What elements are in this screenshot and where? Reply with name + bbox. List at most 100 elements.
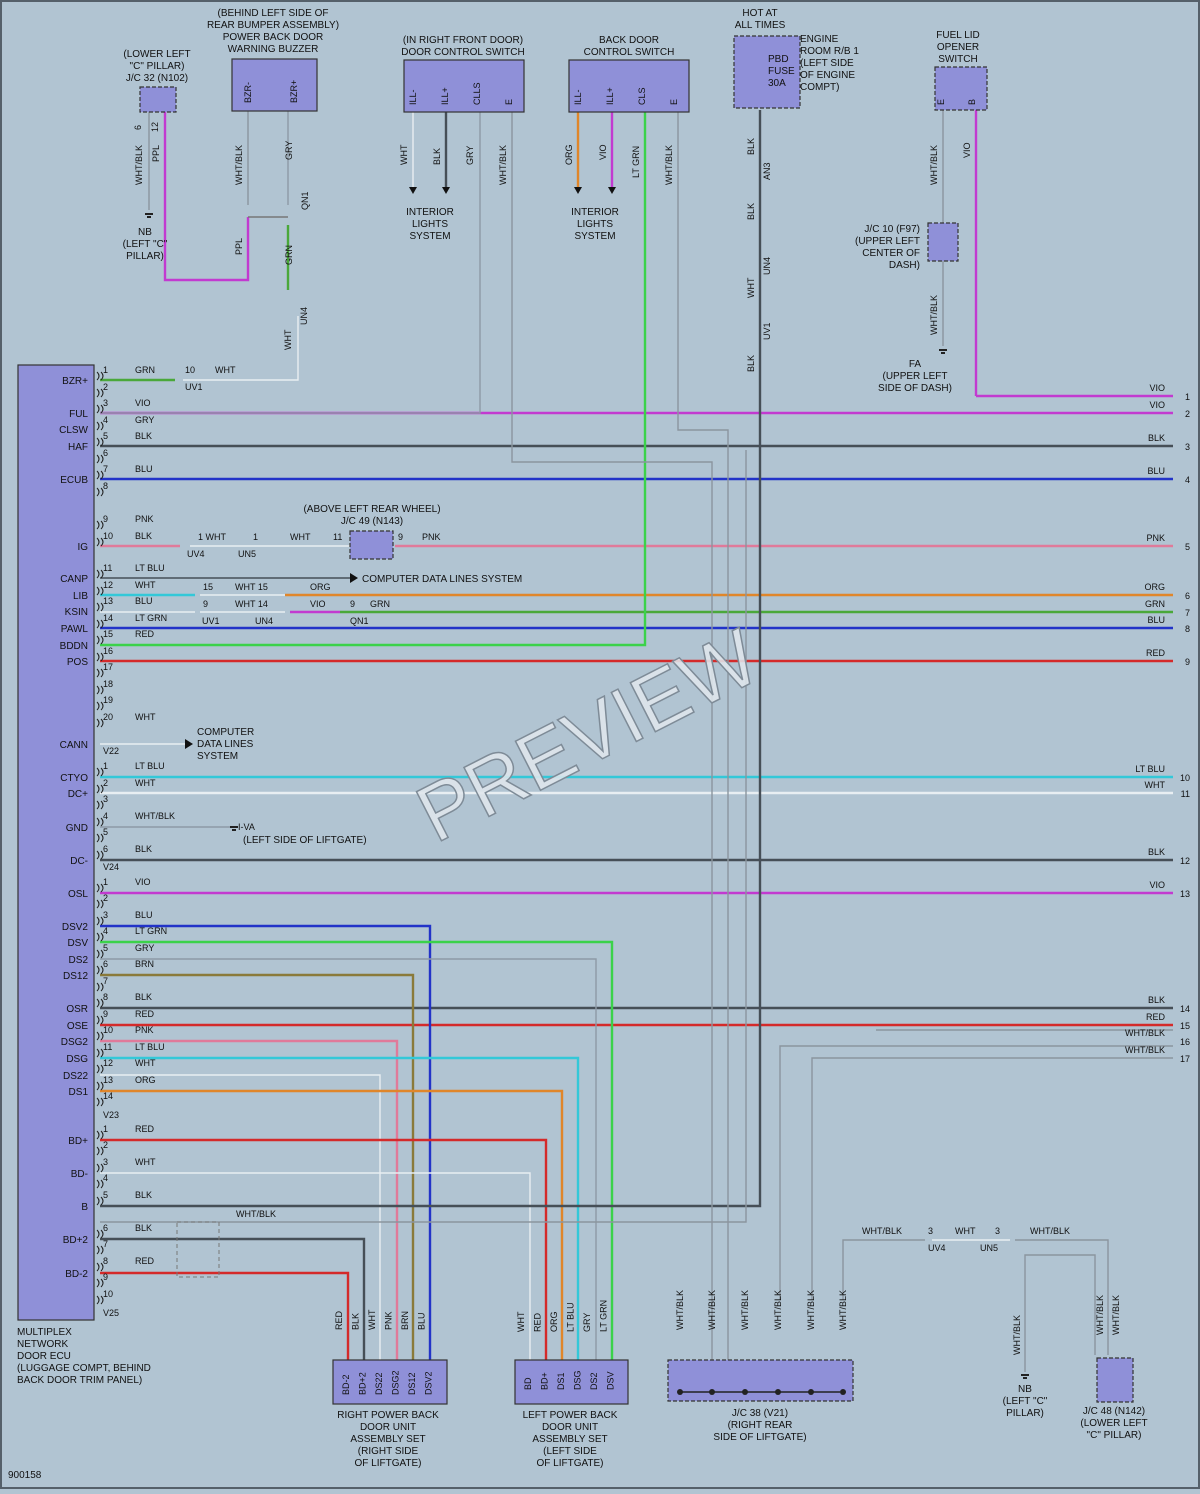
ecu-pin-number: 3	[103, 1157, 108, 1167]
ecu-pin-number: 7	[103, 1239, 108, 1249]
wire-dsv2	[100, 924, 432, 1360]
wire-color-label: LT BLU	[135, 563, 165, 573]
wire-label: RED	[334, 1310, 344, 1330]
buzzer-terminal: BZR+	[289, 80, 299, 103]
pin-bracket	[96, 685, 104, 695]
ecu-pin-label: DSG2	[61, 1037, 89, 1048]
right-wire-label: BLK	[1148, 847, 1165, 857]
pin-bracket	[96, 437, 104, 447]
left-unit-label: DOOR UNIT	[542, 1422, 598, 1433]
ecu-pin-label: BD+	[68, 1136, 88, 1147]
front-door-terminal: ILL+	[440, 87, 450, 105]
ecu-pin-number: 7	[103, 976, 108, 986]
wire-label: BLK	[351, 1313, 361, 1330]
pin-bracket	[96, 569, 104, 579]
wire-label: GRY	[582, 1313, 592, 1332]
ecu-pin-number: 4	[103, 811, 108, 821]
ecu-pin-number: 2	[103, 1140, 108, 1150]
ecu-pin-number: 13	[103, 596, 113, 606]
left-unit-label: ASSEMBLY SET	[532, 1434, 607, 1445]
ecu-pin-number: 11	[103, 563, 112, 573]
wire-color-label: BLK	[135, 1190, 152, 1200]
jc48-label: (LOWER LEFT	[1080, 1418, 1147, 1429]
interior-lights-label: INTERIOR	[406, 207, 454, 218]
ecu-pin-label: DS2	[69, 955, 89, 966]
wire-color-label: BLK	[135, 431, 152, 441]
fuse-label: 30A	[768, 78, 786, 89]
pin-bracket	[96, 718, 104, 728]
arrow-down	[574, 187, 582, 194]
wire-color-label: RED	[135, 629, 155, 639]
ecu-pin-number: 19	[103, 695, 113, 705]
nb1-label: PILLAR)	[126, 251, 164, 262]
conn-label: UV1	[202, 616, 220, 626]
ecu-pin-number: 3	[103, 910, 108, 920]
pin-bracket	[96, 635, 104, 645]
fuel-lid-label: FUEL LID	[936, 30, 980, 41]
pin-bracket	[96, 586, 104, 596]
ecu-pin-number: 6	[103, 448, 108, 458]
right-number: 12	[1180, 856, 1190, 866]
conn-label: QN1	[300, 191, 310, 210]
right-unit-terminal: DSG2	[391, 1370, 401, 1395]
ecu-pin-number: 14	[103, 1091, 113, 1101]
ecu-box	[17, 364, 95, 1321]
jc49-connector	[349, 530, 394, 560]
ecu-pin-label: BD-	[71, 1169, 88, 1180]
ecu-pin-label: DSG	[66, 1054, 88, 1065]
wire-label: LT GRN	[631, 146, 641, 178]
wire-ds12	[100, 973, 415, 1360]
fuel-lid-terminal: B	[967, 99, 977, 105]
wire-color-label: RED	[135, 1124, 155, 1134]
left-unit-terminal: DS2	[589, 1372, 599, 1390]
interior-lights-label: INTERIOR	[571, 207, 619, 218]
ecu-pin-number: 12	[103, 580, 113, 590]
wire-color-label: BLU	[135, 910, 153, 920]
back-door-e-wire	[677, 112, 729, 1360]
pin-bracket	[96, 1262, 104, 1272]
ecu-label: DOOR ECU	[17, 1351, 71, 1362]
right-wire-label: VIO	[1149, 383, 1165, 393]
cdl2-label: SYSTEM	[197, 751, 238, 762]
ecu-pin-label: POS	[67, 657, 88, 668]
pin-bracket	[96, 1278, 104, 1288]
conn-label: UN4	[299, 307, 309, 325]
jc38-dot	[677, 1389, 683, 1395]
front-door-e-wire	[511, 112, 713, 1360]
pin-bracket	[96, 784, 104, 794]
ecu-pin-label: OSE	[67, 1021, 88, 1032]
right-number: 14	[1180, 1004, 1190, 1014]
wire-bd-minus2	[100, 1271, 350, 1360]
right-wire-label: RED	[1146, 1012, 1166, 1022]
wire-clsw	[100, 110, 481, 414]
right-unit-terminal: BD+2	[358, 1372, 368, 1395]
ecu-pin-number: 14	[103, 613, 113, 623]
pin-num: 10	[185, 365, 195, 375]
wire-label: WHT 14	[235, 599, 268, 609]
pin-bracket	[96, 602, 104, 612]
wire-color-label: LT BLU	[135, 761, 165, 771]
ecu-label: BACK DOOR TRIM PANEL)	[17, 1375, 142, 1386]
jc32-label: (LOWER LEFT	[123, 49, 190, 60]
nb1-label: (LEFT "C"	[123, 239, 168, 250]
ecu-pin-number: 10	[103, 1025, 113, 1035]
ecu-pin-label: BD-2	[65, 1269, 88, 1280]
ecu-pin-label: CTYO	[60, 773, 88, 784]
right-unit-box	[332, 1359, 448, 1405]
pin-bracket	[96, 817, 104, 827]
ecu-pin-number: 5	[103, 1190, 108, 1200]
fuse-label: PBD	[768, 54, 789, 65]
wire-color-label: PNK	[135, 514, 154, 524]
wire-label: WHT/BLK	[236, 1209, 276, 1219]
pin-num: 12	[150, 122, 160, 132]
ecu-pin-number: 5	[103, 943, 108, 953]
pin-bracket	[96, 388, 104, 398]
ecu-pin-label: CANP	[60, 574, 88, 585]
wire-color-label: BLK	[135, 992, 152, 1002]
jc10-label: (UPPER LEFT	[855, 236, 920, 247]
right-number: 6	[1185, 591, 1190, 601]
connector-v25: V25	[103, 1308, 119, 1318]
arrow-right	[185, 739, 193, 749]
pin-bracket	[96, 520, 104, 530]
